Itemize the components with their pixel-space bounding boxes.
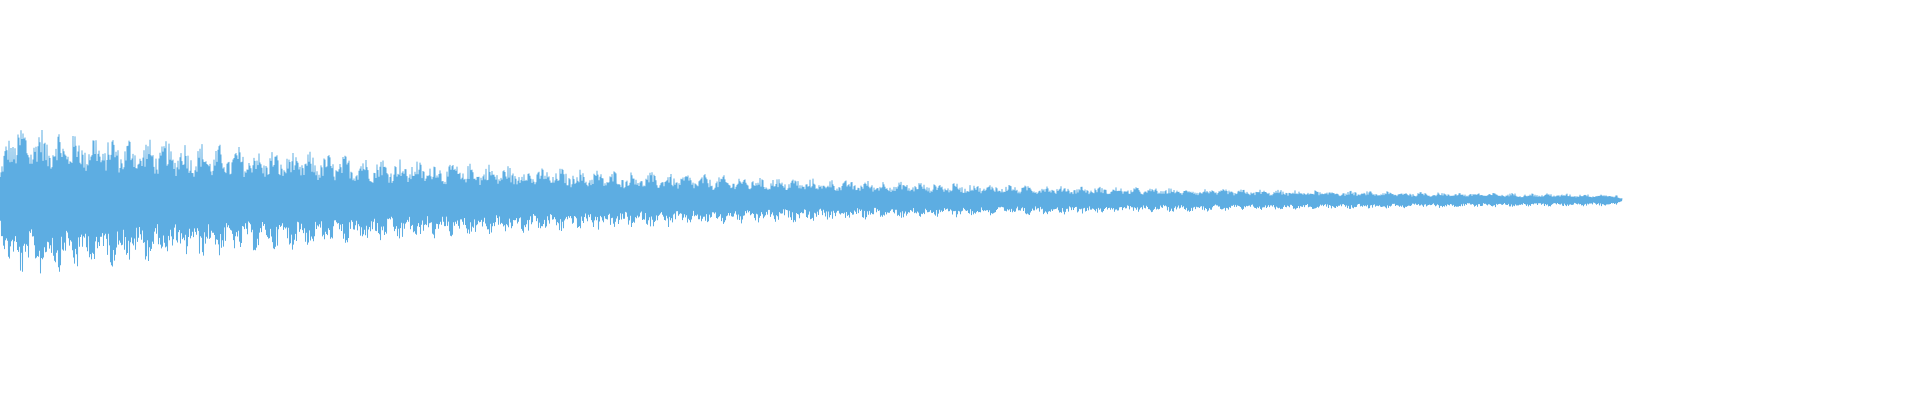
waveform-signal <box>0 129 1623 274</box>
